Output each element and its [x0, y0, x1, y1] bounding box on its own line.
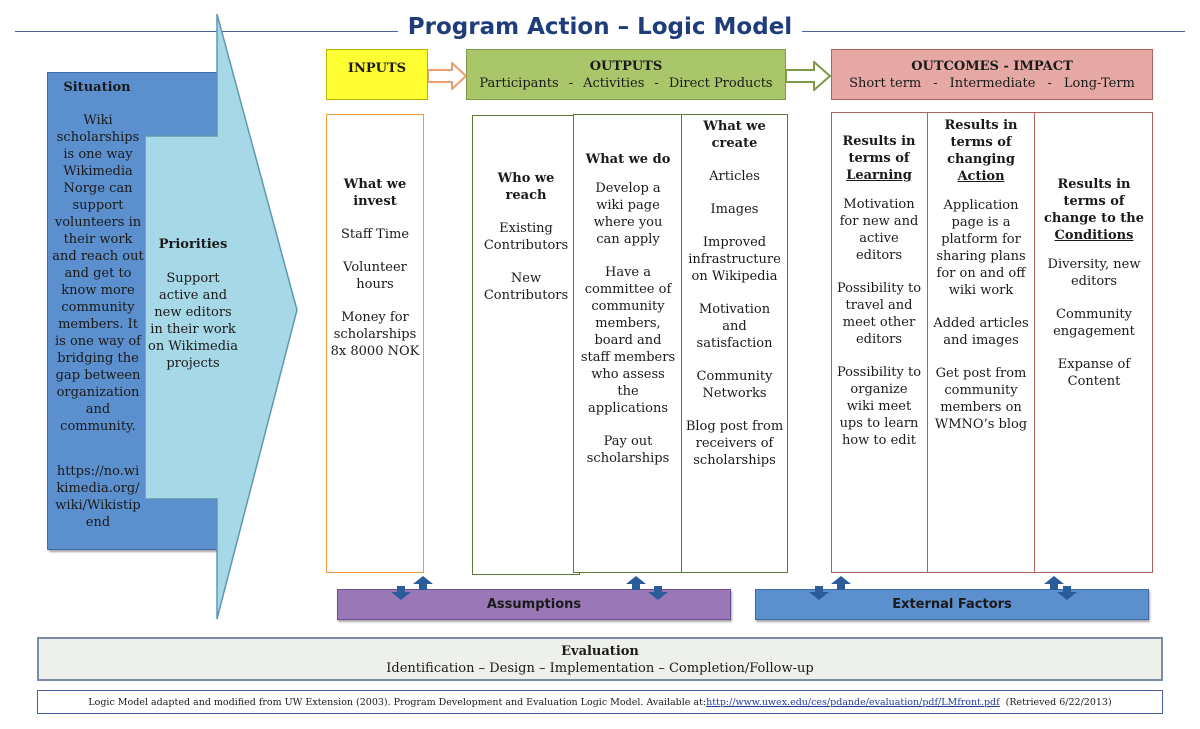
priorities-arrow-shape [145, 14, 298, 620]
inputs-column [326, 114, 424, 573]
do-item: Have a committee of community members, b… [580, 265, 676, 416]
outputs-create-content: What we create Articles Images Improved … [685, 118, 784, 485]
action-heading-pre: Results in terms of changing [944, 118, 1018, 167]
conditions-item: Community engagement [1053, 307, 1135, 339]
evaluation-panel: Evaluation Identification – Design – Imp… [37, 637, 1163, 681]
inputs-header: INPUTS [326, 49, 428, 100]
learning-item: Possibility to organize wiki meet ups to… [836, 365, 922, 448]
inputs-to-outputs-arrow-icon [428, 62, 468, 90]
inputs-item: Money for scholarships 8x 8000 NOK [330, 310, 420, 359]
learning-heading-pre: Results in terms of [842, 134, 916, 166]
create-item: Community Networks [696, 369, 773, 401]
connector-arrows [391, 576, 1077, 600]
inputs-item: Volunteer hours [343, 260, 407, 292]
citation-link[interactable]: http://www.uwex.edu/ces/pdande/evaluatio… [706, 696, 1000, 708]
evaluation-heading: Evaluation [561, 644, 639, 659]
create-item: Blog post from receivers of scholarships [685, 419, 784, 468]
outputs-sub-participants: Participants [479, 75, 559, 91]
situation-heading: Situation [63, 80, 131, 95]
reach-item: New Contributors [483, 271, 569, 303]
inputs-header-label: INPUTS [347, 61, 407, 76]
learning-heading: Results in terms of Learning [835, 133, 923, 184]
create-item: Motivation and satisfaction [696, 302, 773, 351]
inputs-content: What we invest Staff Time Volunteer hour… [330, 176, 420, 376]
outputs-sub-dash-1: - [568, 75, 574, 91]
conditions-content: Results in terms of change to the Condit… [1040, 176, 1148, 406]
learning-content: Results in terms of Learning Motivation … [835, 133, 923, 465]
outcomes-sub-long: Long-Term [1063, 75, 1135, 91]
inputs-heading: What we invest [343, 177, 407, 209]
outputs-reach-column [472, 115, 580, 575]
situation-url: https://no.wikimedia.org/wiki/Wikistipen… [55, 464, 141, 530]
do-item: Develop a wiki page where you can apply [593, 181, 663, 247]
create-heading: What we create [703, 119, 766, 151]
action-heading: Results in terms of changing Action [943, 117, 1019, 185]
create-item: Images [710, 202, 759, 217]
evaluation-body: Identification – Design – Implementation… [386, 661, 814, 676]
action-item: Get post from community members on WMNO’… [934, 366, 1028, 432]
action-heading-key: Action [957, 169, 1005, 184]
citation-retrieved: (Retrieved 6/22/2013) [1005, 696, 1112, 708]
action-content: Results in terms of changing Action Appl… [932, 117, 1030, 449]
conditions-heading-pre: Results in terms of change to the [1043, 177, 1145, 226]
create-item: Articles [709, 169, 760, 184]
outcomes-sub-dash-2: - [1047, 75, 1052, 91]
outputs-activities-column [573, 114, 788, 573]
priorities-heading: Priorities [158, 237, 228, 252]
outputs-sub-dash-2: - [654, 75, 659, 91]
outcomes-divider-1 [927, 113, 928, 572]
learning-heading-key: Learning [846, 168, 912, 183]
reach-item: Existing Contributors [483, 221, 569, 253]
outputs-header-label: OUTPUTS [589, 58, 663, 74]
citation-text: Logic Model adapted and modified from UW… [88, 696, 707, 708]
learning-item: Motivation for new and active editors [839, 197, 919, 263]
outcomes-header: OUTCOMES - IMPACT Short term - Intermedi… [831, 49, 1153, 100]
do-item: Pay out scholarships [586, 434, 670, 466]
outputs-do-content: What we do Develop a wiki page where you… [580, 151, 676, 483]
learning-item: Possibility to travel and meet other edi… [836, 281, 922, 347]
inputs-item: Staff Time [340, 227, 410, 242]
outputs-header: OUTPUTS Participants - Activities - Dire… [466, 49, 786, 100]
external-factors-bar: External Factors [755, 589, 1149, 620]
action-item: Application page is a platform for shari… [936, 198, 1026, 298]
outputs-sub-products: Direct Products [668, 75, 773, 91]
outputs-to-outcomes-arrow-icon [786, 61, 832, 91]
outcomes-sub-intermediate: Intermediate [949, 75, 1036, 91]
outcomes-divider-2 [1034, 113, 1035, 572]
conditions-item: Diversity, new editors [1047, 257, 1141, 289]
assumptions-label: Assumptions [486, 597, 582, 612]
outcomes-sub-short: Short term [849, 75, 922, 91]
conditions-item: Expanse of Content [1057, 357, 1131, 389]
external-factors-label: External Factors [892, 597, 1012, 612]
conditions-heading: Results in terms of change to the Condit… [1040, 176, 1148, 244]
reach-heading: Who we reach [497, 171, 555, 203]
create-item: Improved infrastructure on Wikipedia [688, 235, 781, 284]
outcomes-header-label: OUTCOMES - IMPACT [911, 58, 1073, 74]
outputs-divider [681, 115, 682, 573]
do-heading: What we do [585, 152, 671, 167]
page-title: Program Action – Logic Model [0, 14, 1200, 40]
citation-footer: Logic Model adapted and modified from UW… [37, 690, 1163, 714]
outcomes-column [831, 112, 1153, 573]
outcomes-sub-dash-1: - [933, 75, 938, 91]
situation-body: Wiki scholarships is one way Wikimedia N… [52, 113, 144, 434]
outputs-sub-activities: Activities [583, 75, 645, 91]
priorities-body: Support active and new editors in their … [148, 271, 238, 371]
action-item: Added articles and images [933, 316, 1029, 348]
conditions-heading-key: Conditions [1054, 228, 1134, 243]
outputs-reach-content: Who we reach Existing Contributors New C… [478, 170, 574, 320]
